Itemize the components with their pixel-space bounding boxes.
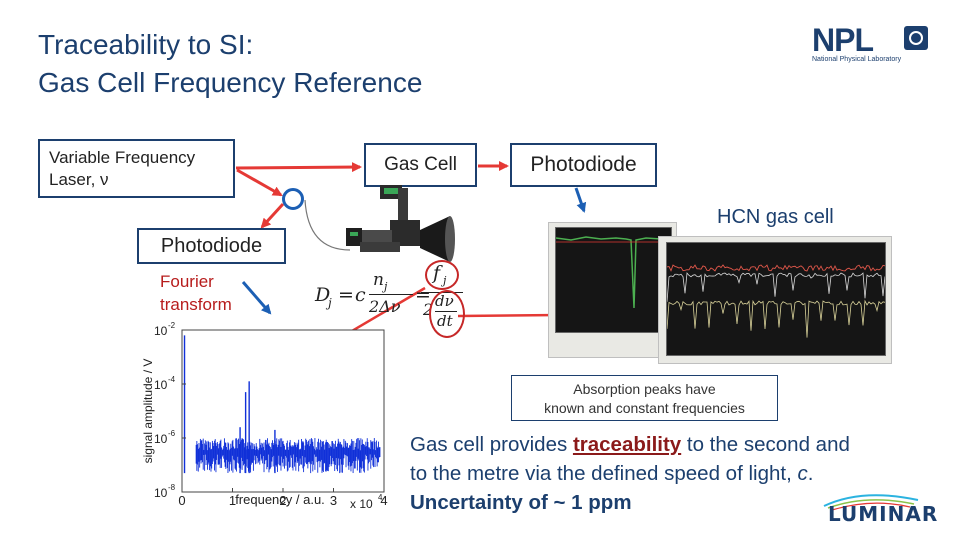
x-tick-label: 0: [178, 493, 185, 508]
eq-fraction-bar-1: [369, 294, 413, 295]
laser-box-line-1: Variable Frequency: [49, 148, 196, 167]
y-tick-label: 10: [154, 324, 168, 338]
oscilloscope-trace-2: [666, 264, 886, 338]
gas-cell-apparatus-image: [346, 185, 455, 262]
y-tick-exponent: -4: [168, 375, 176, 384]
laser-box: Variable Frequency Laser, ν: [38, 139, 235, 198]
title-line-2: Gas Cell Frequency Reference: [38, 67, 423, 98]
fiber-line: [304, 199, 351, 251]
absorption-info-box: Absorption peaks have known and constant…: [511, 375, 778, 421]
eq-D-sub: j: [328, 296, 332, 310]
gas-cell-box: Gas Cell: [364, 143, 477, 187]
absorption-line-1: Absorption peaks have: [573, 381, 716, 397]
eq-two-delta-nu: 2Δν: [369, 297, 401, 316]
desc-traceability: traceability: [572, 433, 682, 456]
oscilloscope-screenshot-1: [548, 222, 677, 358]
x-ticks-group: 0 1 2 3 4: [178, 488, 388, 508]
y-tick-exponent: -6: [168, 429, 176, 438]
chart-x-label: frequency / a.u.: [235, 492, 325, 507]
desc-part-3: .: [807, 462, 814, 485]
chart-x-multiplier: x 10: [350, 497, 373, 511]
y-tick-label: 10: [154, 432, 168, 446]
x-tick-label: 2: [279, 493, 286, 508]
photodiode-ring-icon: [282, 188, 304, 210]
arrow-laser-to-photodiode: [236, 168, 283, 197]
arrow-laser-to-gascell: [235, 162, 362, 173]
oscilloscope-trace-1: [555, 236, 672, 309]
eq-highlight-circle-f: [425, 260, 459, 290]
absorption-line-2: known and constant frequencies: [544, 400, 745, 416]
hcn-label: HCN gas cell: [717, 206, 834, 228]
eq-D: D: [315, 284, 331, 306]
fourier-label: Fourier transform: [160, 270, 232, 316]
eq-c: c: [355, 284, 366, 306]
y-tick-label: 10: [154, 486, 168, 500]
laser-box-line-2: Laser, ν: [49, 170, 109, 189]
eq-n: n: [373, 270, 384, 290]
eq-equals-2: =: [415, 284, 431, 306]
y-ticks-group: 10-210-410-610-8: [154, 321, 186, 500]
photodiode-box-top: Photodiode: [510, 143, 657, 187]
y-tick-exponent: -8: [168, 483, 176, 492]
trace-yellow: [666, 299, 886, 338]
eq-two: 2: [423, 300, 434, 319]
arrow-to-photodiode-box: [260, 202, 285, 229]
luminar-logo: LUMINAR: [822, 494, 937, 528]
y-tick-exponent: -2: [168, 321, 176, 330]
eq-highlight-circle-dvdt: [429, 290, 465, 338]
npl-logo: NPL National Physical Laboratory: [812, 22, 930, 70]
desc-uncertainty: Uncertainty of ~ 1 ppm: [410, 491, 632, 514]
arrow-photodiode-to-screen: [574, 187, 587, 213]
x-tick-label: 1: [229, 493, 236, 508]
chart-plot-area: [181, 329, 385, 493]
title-line-1: Traceability to SI:: [38, 29, 254, 60]
luminar-swoosh-icon: [823, 494, 919, 511]
peaks-group: [183, 335, 276, 474]
npl-logo-subtitle: National Physical Laboratory: [812, 56, 902, 63]
description-text: Gas cell provides traceability to the se…: [410, 430, 870, 517]
x-tick-label: 3: [330, 493, 337, 508]
oscilloscope-plot-2: [666, 242, 886, 356]
arrow-fourier-to-spectrum: [241, 281, 272, 315]
oscilloscope-plot-1: [555, 227, 672, 333]
trace-red: [666, 264, 886, 272]
photodiode-box-left: Photodiode: [137, 228, 286, 264]
y-tick-label: 10: [154, 378, 168, 392]
dispersion-equation: D j = c n j 2Δν = f j 2 dν dt: [313, 260, 465, 338]
slide-title: Traceability to SI: Gas Cell Frequency R…: [38, 26, 422, 102]
fourier-label-line-1: Fourier: [160, 272, 214, 291]
desc-part-2: to the second and to the metre via the d…: [410, 433, 850, 485]
fourier-label-line-2: transform: [160, 295, 232, 314]
npl-seal-icon: [904, 26, 928, 50]
luminar-logo-text: LUMINAR: [828, 502, 939, 526]
trace-white: [666, 272, 886, 302]
eq-n-sub: j: [384, 280, 388, 293]
oscilloscope-screenshot-2: [658, 236, 892, 364]
x-tick-label: 4: [380, 493, 387, 508]
npl-logo-text: NPL: [812, 22, 874, 58]
chart-y-label: signal amplitude / V: [141, 359, 155, 464]
desc-part-1: Gas cell provides: [410, 433, 573, 456]
chart-x-multiplier-exp: 4: [378, 493, 383, 502]
desc-c: c: [797, 462, 808, 485]
eq-equals-1: =: [338, 284, 354, 306]
